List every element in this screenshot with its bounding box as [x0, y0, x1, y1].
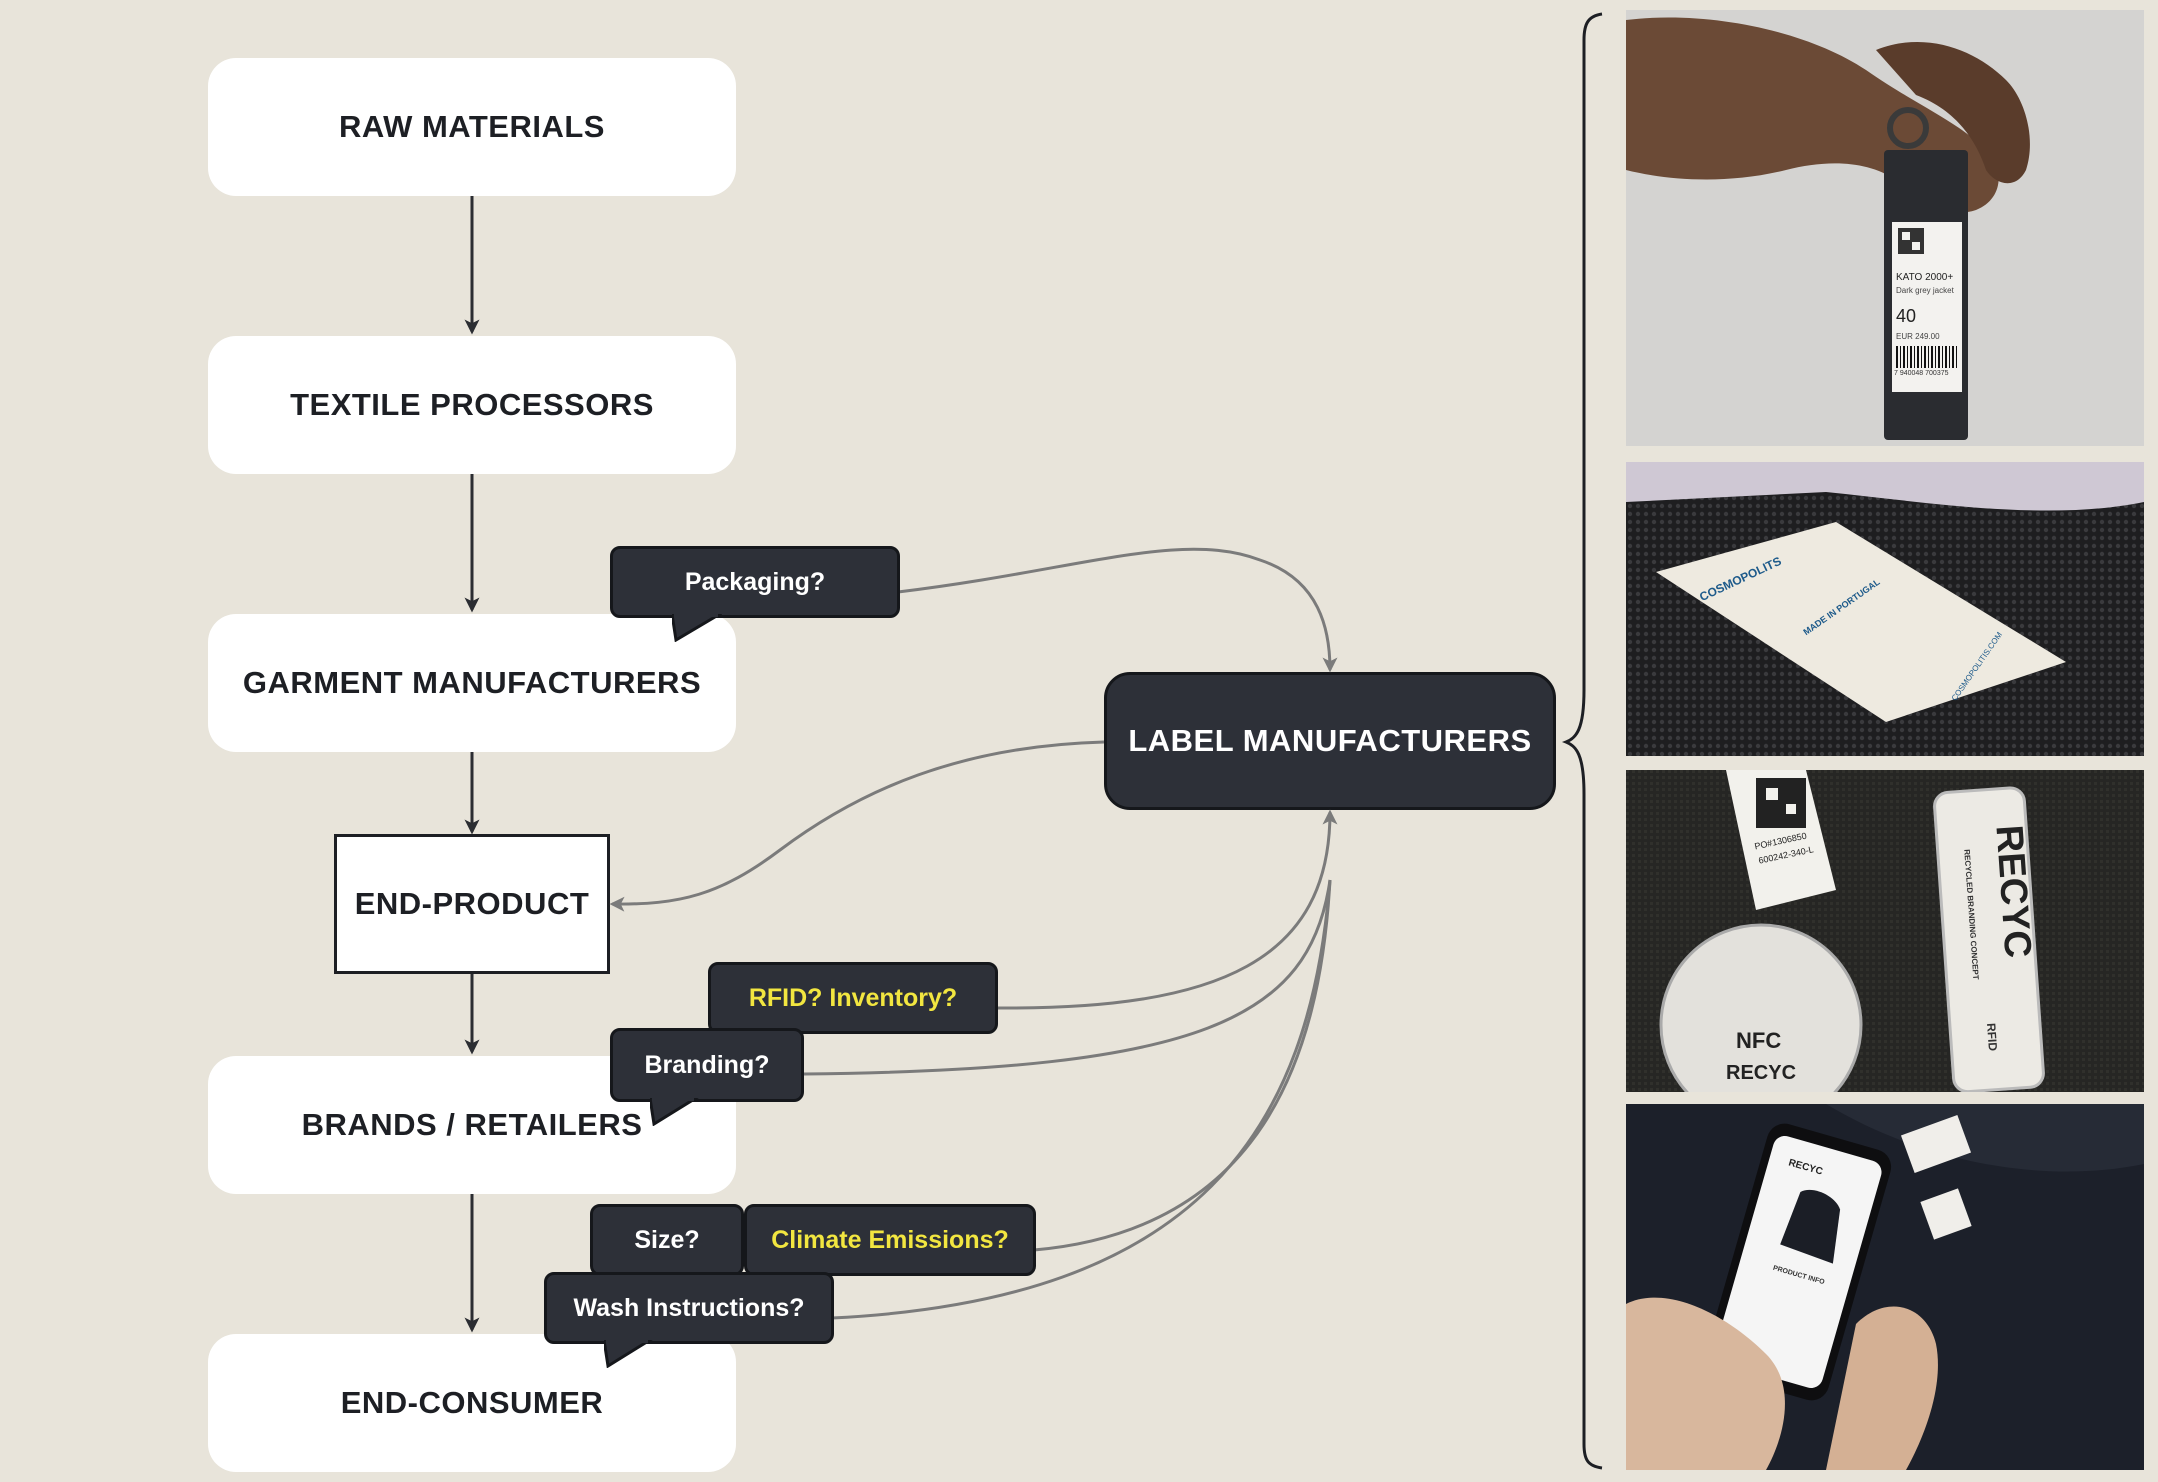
photo-phone-scan: RECYC PRODUCT INFO [1626, 1104, 2144, 1470]
mesh-image [1626, 462, 2144, 756]
node-label: BRANDS / RETAILERS [301, 1107, 643, 1142]
node-label: TEXTILE PROCESSORS [290, 387, 654, 422]
phone-image [1626, 1104, 2144, 1470]
node-garment-manufacturers: GARMENT MANUFACTURERS [208, 614, 736, 752]
bubble-tail [604, 1340, 653, 1368]
badge-word: RECYC [1726, 1062, 1797, 1084]
node-label-manufacturers: LABEL MANUFACTURERS [1104, 672, 1556, 810]
arrow-packaging-to-label [897, 547, 1338, 673]
bubble-tail [650, 1098, 699, 1126]
arrow-label-to-endproduct [609, 740, 1105, 912]
arrow-rfid-to-label [995, 809, 1338, 1010]
tag-price: EUR 249.00 [1896, 332, 1940, 341]
photo-recyc-labels: PO#1306850 600242-340-L RECYCLED BRANDIN… [1626, 770, 2144, 1092]
arrow-climate-to-label [1033, 879, 1332, 1252]
node-label: RAW MATERIALS [339, 109, 605, 144]
bubble-branding: Branding? [610, 1028, 804, 1102]
bubble-label: RFID? Inventory? [748, 983, 958, 1012]
arrow-branding-to-label [803, 879, 1332, 1076]
badge-nfc: NFC [1736, 1028, 1782, 1053]
arrow-wash-to-label [831, 879, 1332, 1320]
node-end-consumer: END-CONSUMER [208, 1334, 736, 1472]
bubble-packaging: Packaging? [610, 546, 900, 618]
bubble-label: Wash Instructions? [573, 1293, 805, 1322]
bracket [1561, 12, 1603, 1470]
tag-size: 40 [1896, 306, 1917, 326]
bubble-climate-emissions: Climate Emissions? [744, 1204, 1036, 1276]
bubble-rfid-inventory: RFID? Inventory? [708, 962, 998, 1034]
bubble-size: Size? [590, 1204, 744, 1276]
photo-care-label: COSMOPOLITS MADE IN PORTUGAL COSMOPOLITI… [1626, 462, 2144, 756]
bubble-tail [672, 614, 722, 642]
node-label: END-CONSUMER [340, 1385, 604, 1420]
bubble-wash-instructions: Wash Instructions? [544, 1272, 834, 1344]
node-raw-materials: RAW MATERIALS [208, 58, 736, 196]
labels-image [1626, 770, 2144, 1092]
tag-sku: KATO 2000+ [1896, 272, 1954, 283]
tag-desc: Dark grey jacket [1896, 286, 1954, 295]
node-textile-processors: TEXTILE PROCESSORS [208, 336, 736, 474]
tag-barcode-number: 7 940048 700375 [1894, 370, 1949, 377]
node-label: LABEL MANUFACTURERS [1128, 723, 1532, 758]
bubble-label: Climate Emissions? [771, 1225, 1009, 1254]
node-label: GARMENT MANUFACTURERS [242, 665, 702, 700]
barcode [1896, 346, 1958, 368]
bubble-label: Branding? [644, 1050, 770, 1079]
node-end-product: END-PRODUCT [334, 834, 610, 974]
node-label: END-PRODUCT [354, 886, 590, 921]
bubble-label: Size? [634, 1225, 700, 1254]
bubble-label: Packaging? [684, 567, 826, 596]
photo-hang-tag: KATO 2000+ Dark grey jacket 40 EUR 249.0… [1626, 10, 2144, 446]
